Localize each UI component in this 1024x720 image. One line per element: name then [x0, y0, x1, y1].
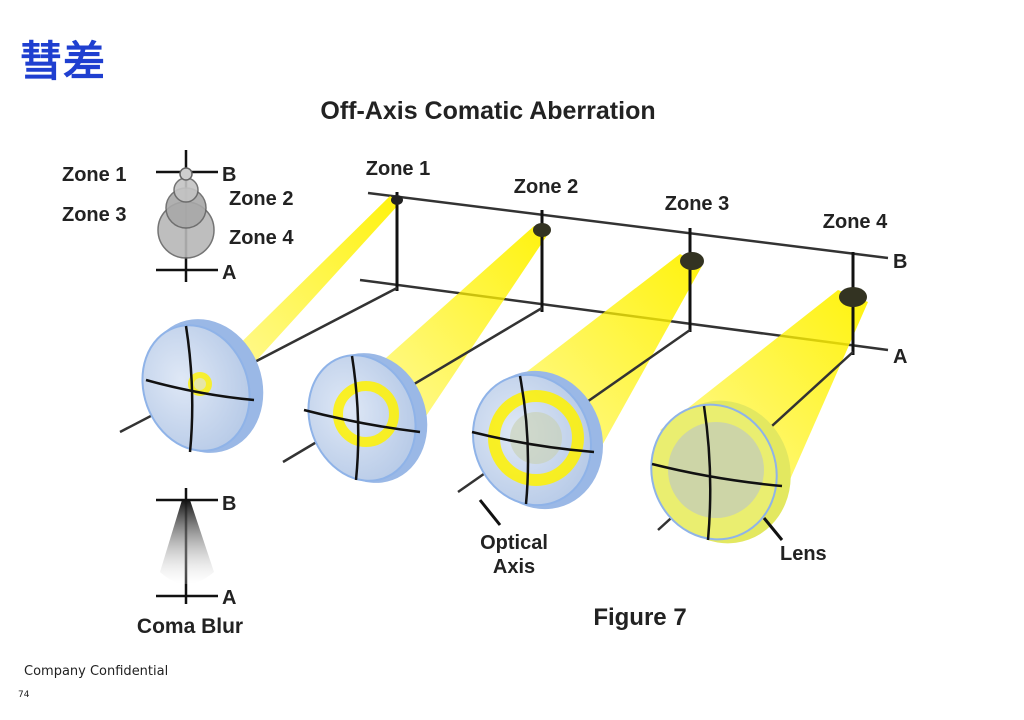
optical-axis-label-2: Axis	[493, 556, 535, 578]
inset-zone-3: Zone 3	[62, 204, 126, 226]
lens-label: Lens	[780, 543, 827, 565]
lens-2	[303, 353, 428, 483]
page-number: 74	[18, 690, 30, 700]
line-b-label: B	[893, 251, 907, 273]
lens-3	[471, 370, 603, 510]
figure-caption: Figure 7	[593, 604, 686, 631]
focus-zone-3	[680, 252, 704, 270]
zone-label-2: Zone 2	[514, 176, 578, 198]
lens-4	[650, 400, 791, 544]
optical-axis-label-1: Optical	[480, 532, 548, 554]
beam-zone-1	[205, 196, 400, 395]
slide-title: 彗差	[20, 37, 107, 86]
zone-label-4: Zone 4	[823, 211, 888, 233]
inset-zone-4: Zone 4	[229, 227, 294, 249]
line-b	[367, 191, 889, 260]
inset-zone-2: Zone 2	[229, 188, 293, 210]
footer-confidential: Company Confidential	[24, 664, 169, 679]
line-a-label: A	[893, 346, 907, 368]
blur-a: A	[222, 587, 236, 609]
inset-zone-1: Zone 1	[62, 164, 126, 186]
zone-label-3: Zone 3	[665, 193, 729, 215]
lens-1	[141, 319, 264, 453]
inset-a: A	[222, 262, 236, 284]
coma-blur-label: Coma Blur	[137, 615, 243, 638]
focus-zone-4	[839, 287, 867, 307]
zone-inset: Zone 1 B Zone 2 Zone 3 Zone 4 A	[62, 150, 294, 284]
coma-blur-inset: B A Coma Blur	[137, 488, 243, 638]
zone-label-1: Zone 1	[366, 158, 430, 180]
focus-zone-2	[533, 223, 551, 237]
inset-b: B	[222, 164, 236, 186]
optical-axis-pointer	[478, 499, 502, 526]
figure-title: Off-Axis Comatic Aberration	[320, 97, 655, 125]
lens-pointer	[762, 517, 784, 541]
blur-b: B	[222, 493, 236, 515]
focus-zone-1	[391, 195, 403, 205]
